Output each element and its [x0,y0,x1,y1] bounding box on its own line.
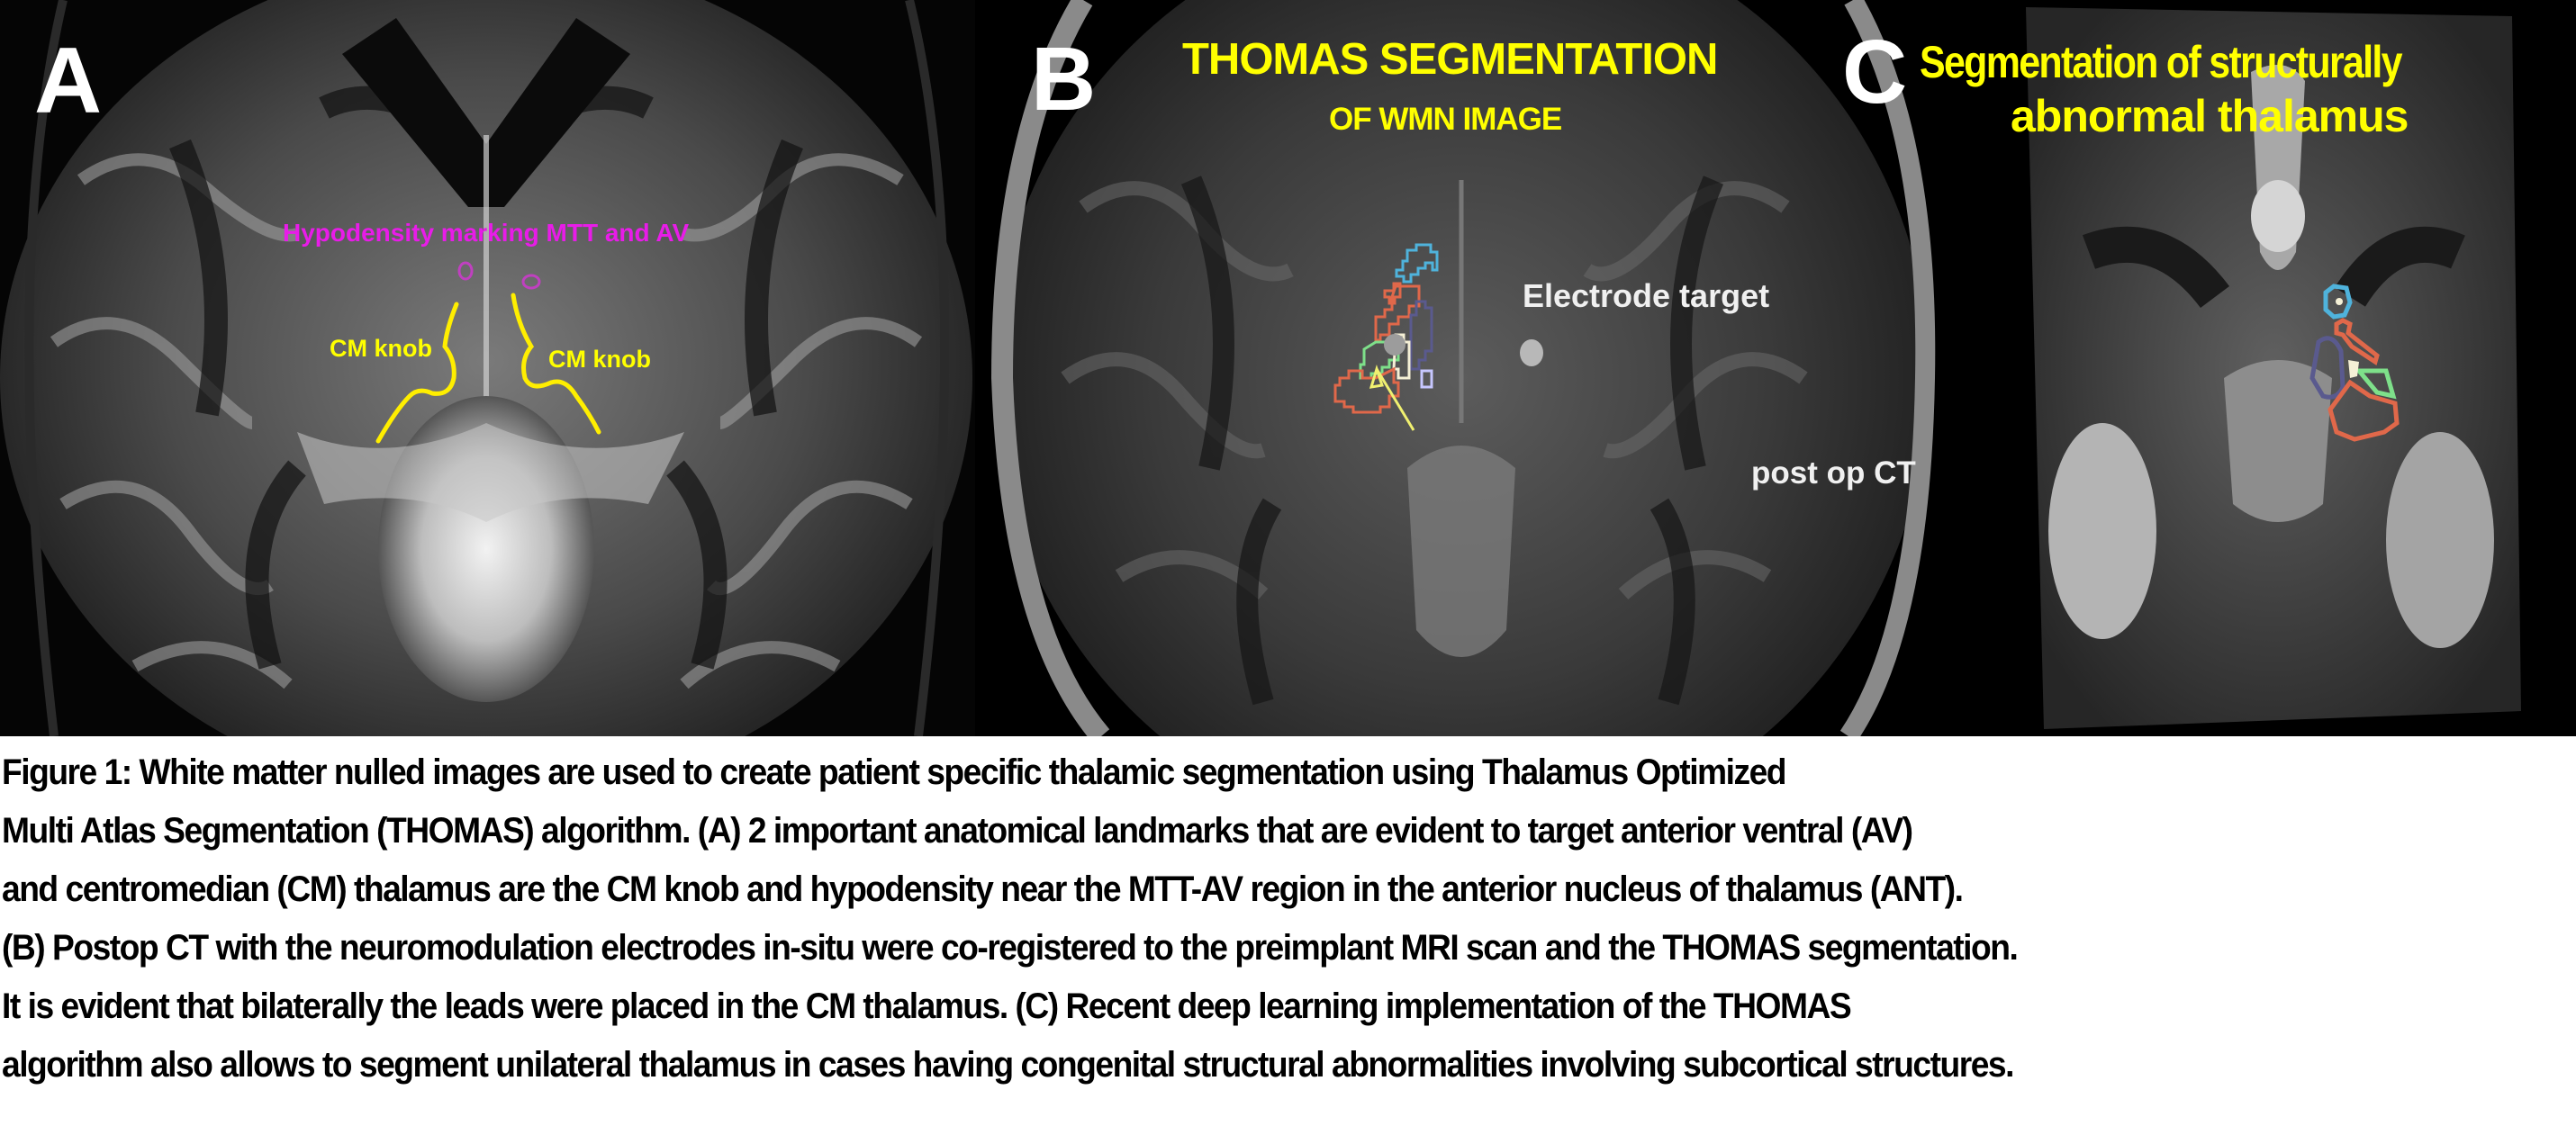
caption-line-6: algorithm also allows to segment unilate… [2,1045,2014,1085]
caption-line-5: It is evident that bilaterally the leads… [2,986,1852,1026]
electrode-target-marker [1520,339,1543,366]
panel-b-title-line2: OF WMN IMAGE [1329,102,1562,137]
panel-b-label: B [1031,29,1097,130]
caption-line-4: (B) Postop CT with the neuromodulation e… [2,928,2019,968]
panel-b-title-line1: THOMAS SEGMENTATION [1182,35,1718,84]
cm-knob-left-annotation: CM knob [330,335,432,362]
figure-image: A Hypodensity marking MTT and AV CM knob… [0,0,2576,736]
panel-c-header: C Segmentation of structurally [1842,27,2480,117]
cm-knob-left-curve [375,302,459,444]
post-op-ct-annotation: post op CT [1751,455,1916,491]
panel-c-title-line2: abnormal thalamus [2011,91,2409,141]
panel-c-mri-image [1981,0,2576,736]
caption-line-3: and centromedian (CM) thalamus are the C… [2,869,1964,909]
panel-b-mri-image [975,0,1981,736]
cm-knob-right-curve [511,293,601,435]
panel-c [1981,0,2576,736]
hypodensity-marker-left [457,261,474,281]
hypodensity-annotation: Hypodensity marking MTT and AV [283,219,690,247]
panel-a-label: A [34,29,103,133]
deep-learning-segmentation-outlines [2309,284,2400,442]
cm-knob-right-annotation: CM knob [548,346,651,373]
panel-a: A Hypodensity marking MTT and AV CM knob… [0,0,975,736]
panel-a-mri-image [0,0,975,736]
panel-c-title-line1: Segmentation of structurally [1920,37,2403,87]
caption-line-1: Figure 1: White matter nulled images are… [2,752,1787,792]
hypodensity-marker-right [521,274,541,290]
caption-line-2: Multi Atlas Segmentation (THOMAS) algori… [2,811,1913,851]
electrode-target-annotation: Electrode target [1523,277,1770,314]
figure-caption: Figure 1: White matter nulled images are… [2,743,2576,1094]
arrow-icon [1375,368,1415,431]
panel-c-label: C [1842,22,1908,122]
panel-b: B THOMAS SEGMENTATION OF WMN IMAGE Elect… [975,0,1981,736]
